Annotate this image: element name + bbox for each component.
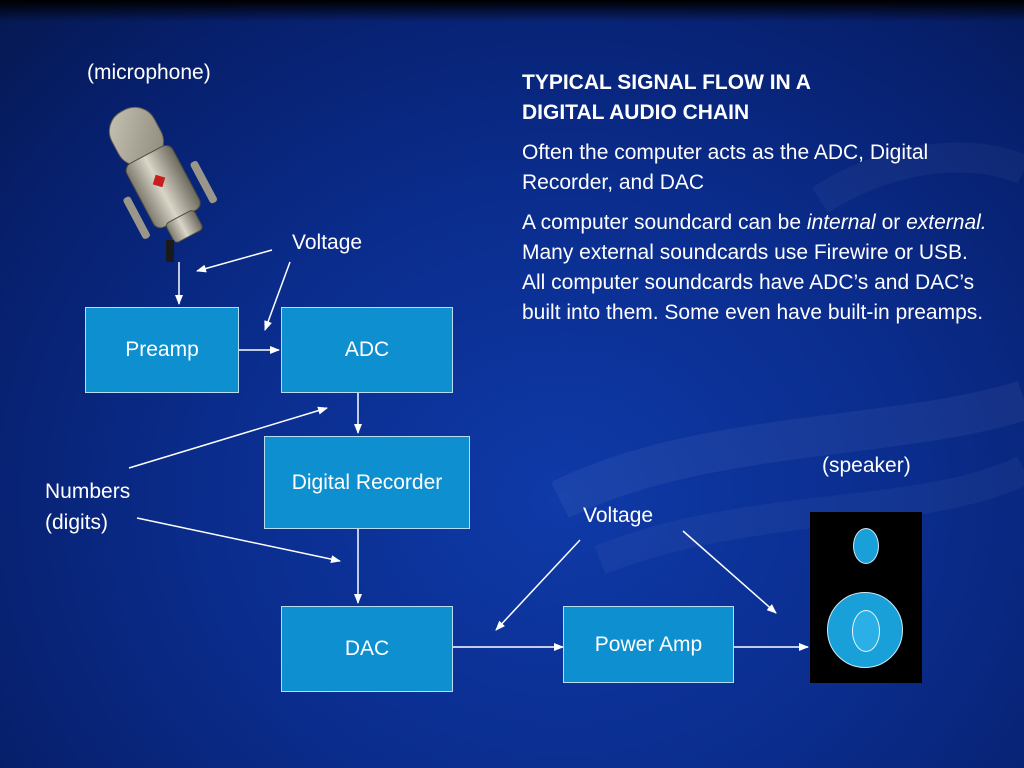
numbers-pointer-adc — [128, 406, 328, 469]
notes-heading: TYPICAL SIGNAL FLOW IN A DIGITAL AUDIO C… — [522, 68, 992, 128]
microphone-label: (microphone) — [87, 61, 211, 84]
digital-recorder-box: Digital Recorder — [264, 436, 470, 529]
dac-box: DAC — [281, 606, 453, 692]
voltage-label-bottom: Voltage — [583, 504, 654, 527]
power-amp-box: Power Amp — [563, 606, 734, 683]
notes-para2-part-a: A computer soundcard can be — [522, 211, 807, 234]
adc-box: ADC — [281, 307, 453, 393]
speaker-woofer — [827, 592, 903, 668]
notes-internal-word: internal — [806, 211, 876, 234]
voltage-pointer-speaker — [682, 530, 777, 614]
voltage-label-top: Voltage — [292, 231, 363, 254]
preamp-box: Preamp — [85, 307, 239, 393]
voltage-pointer-dac — [495, 539, 581, 631]
digits-label: (digits) — [45, 511, 109, 534]
speaker-tweeter — [853, 528, 879, 564]
speaker-icon — [810, 512, 922, 683]
numbers-pointer-dac — [136, 517, 341, 564]
speaker-woofer-cone — [852, 610, 880, 652]
voltage-pointer-mic — [196, 249, 273, 273]
notes-paragraph-2: A computer soundcard can be internal or … — [522, 208, 992, 328]
notes-panel: TYPICAL SIGNAL FLOW IN A DIGITAL AUDIO C… — [522, 68, 992, 338]
notes-external-word: external. — [906, 211, 987, 234]
numbers-label: Numbers — [45, 480, 131, 503]
notes-heading-line1: TYPICAL SIGNAL FLOW IN A — [522, 71, 811, 94]
notes-para2-part-c: Many external soundcards use Firewire or… — [522, 241, 984, 324]
notes-para2-part-b: or — [875, 211, 907, 234]
notes-heading-line2: DIGITAL AUDIO CHAIN — [522, 101, 750, 124]
microphone-icon — [108, 106, 218, 262]
speaker-label: (speaker) — [822, 454, 911, 477]
top-dark-band — [0, 0, 1024, 22]
voltage-pointer-adc — [264, 261, 291, 331]
notes-paragraph-1: Often the computer acts as the ADC, Digi… — [522, 141, 929, 194]
